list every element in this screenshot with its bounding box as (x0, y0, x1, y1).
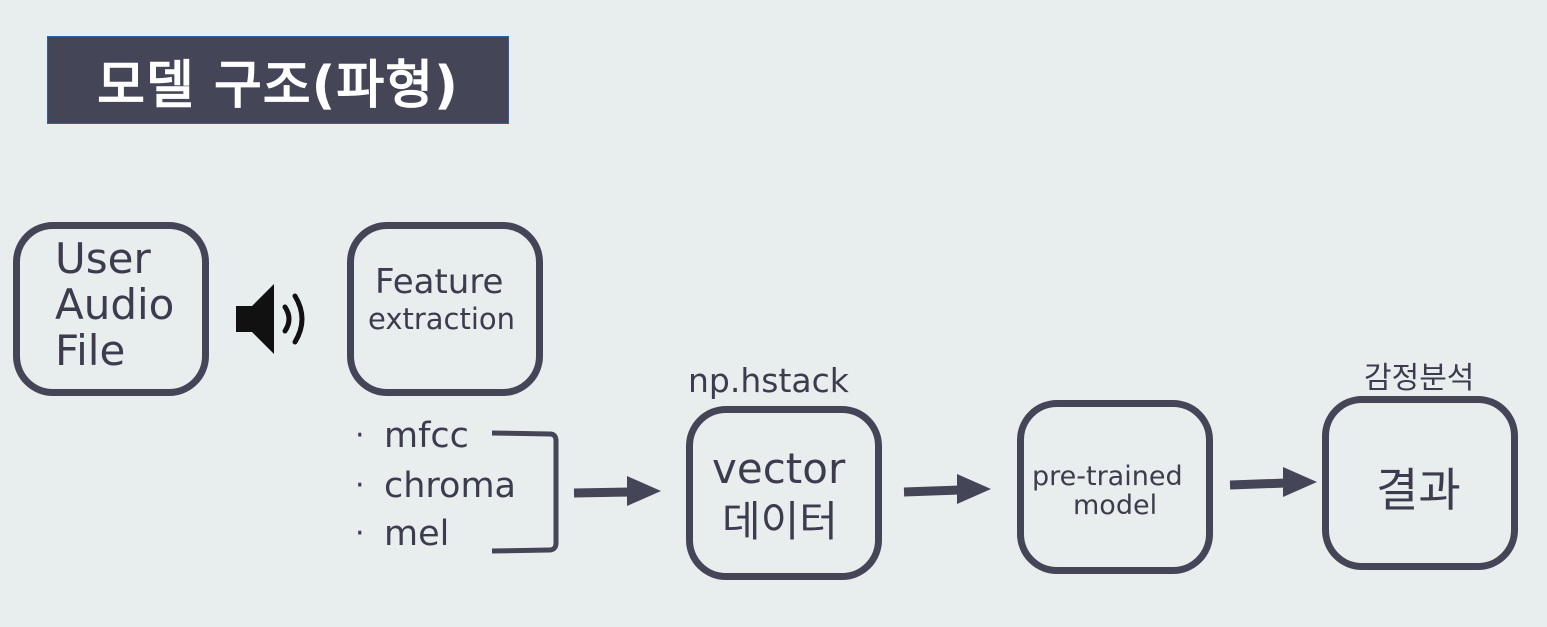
result-node (1322, 396, 1518, 570)
page-title: 모델 구조(파형) (97, 55, 459, 116)
result-text: 결과 (1376, 463, 1461, 517)
user-audio-line1: User (55, 234, 151, 283)
user-audio-line2: Audio (55, 280, 175, 329)
arrow-icon (573, 476, 661, 506)
vector-line1: vector (712, 444, 846, 493)
feature-bullet: · (355, 418, 365, 453)
feature-line1: Feature (375, 262, 504, 302)
speaker-icon (236, 284, 305, 354)
np-hstack-label: np.hstack (688, 361, 849, 400)
feature-item-mel: mel (384, 514, 450, 554)
user-audio-line3: File (55, 326, 126, 375)
pretrained-model-node (1017, 400, 1213, 574)
feature-line2: extraction (368, 302, 516, 336)
emotion-analysis-label: 감정분석 (1364, 361, 1475, 396)
model-line2: model (1073, 490, 1158, 521)
arrow-icon (903, 474, 991, 504)
model-line1: pre-trained (1032, 461, 1183, 492)
vector-line2: 데이터 (722, 497, 838, 546)
feature-bullet: · (355, 468, 365, 503)
feature-extraction-node (347, 222, 543, 396)
waveform-icon (547, 19, 887, 141)
title-banner: 모델 구조(파형) (47, 36, 509, 124)
feature-item-mfcc: mfcc (384, 416, 469, 456)
arrow-icon (1229, 467, 1317, 497)
vector-data-node (686, 406, 882, 580)
user-audio-file-node (13, 222, 209, 396)
feature-bracket (491, 430, 559, 554)
feature-bullet: · (355, 516, 365, 551)
feature-item-chroma: chroma (384, 466, 517, 506)
